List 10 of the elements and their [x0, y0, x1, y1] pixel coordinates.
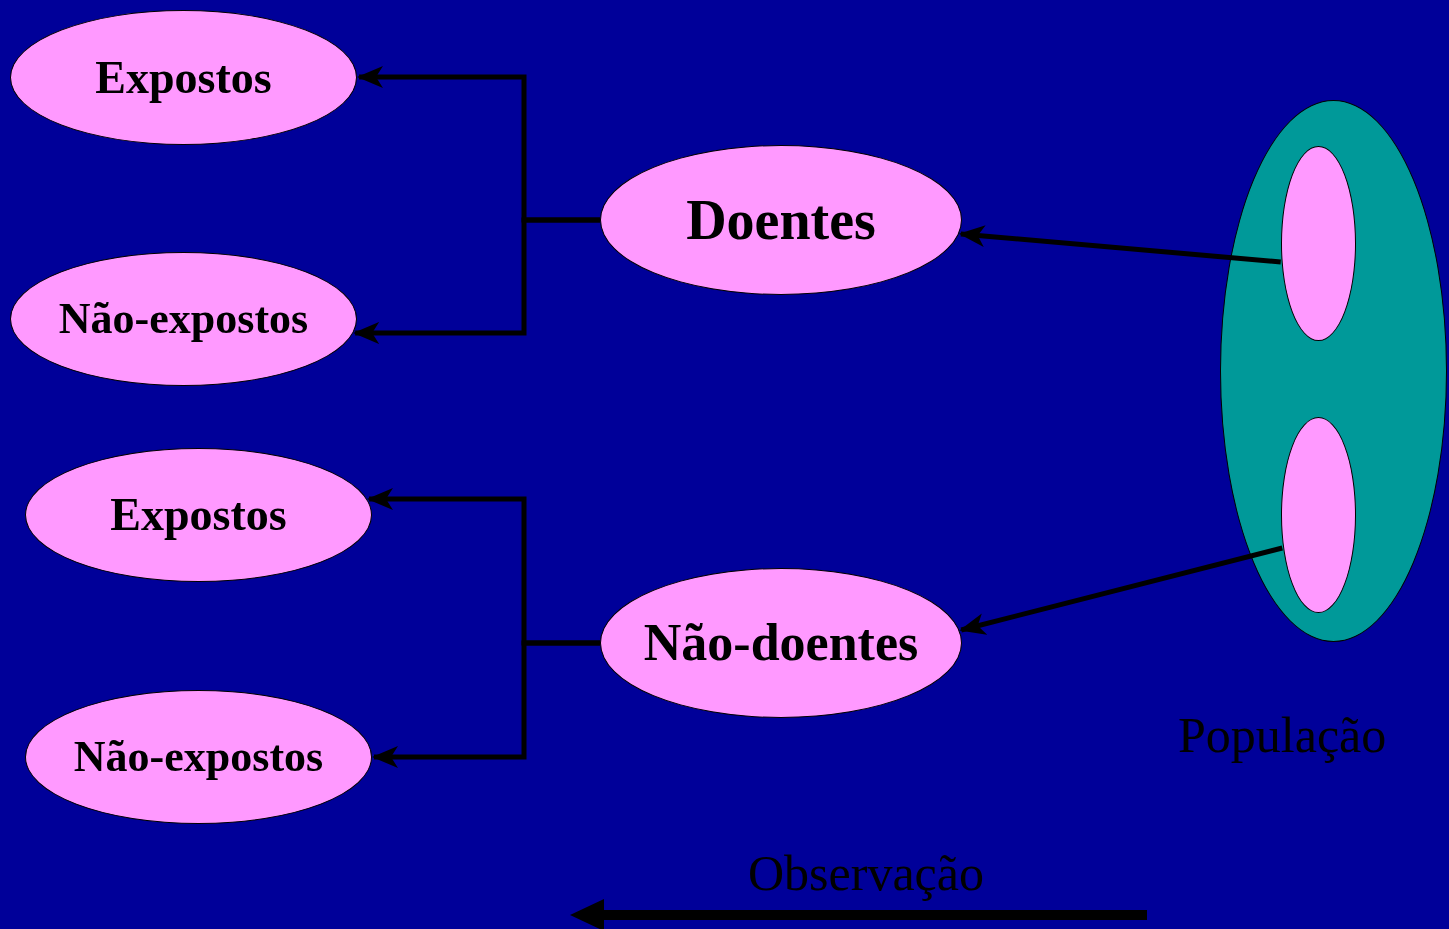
- node-label: Não-expostos: [58, 297, 309, 341]
- node-label: Expostos: [95, 54, 272, 101]
- node-label: Não-expostos: [73, 735, 324, 779]
- arrow: [959, 545, 1283, 635]
- node-label: Não-doentes: [643, 617, 919, 669]
- arrow: [958, 225, 1281, 265]
- node-label: Doentes: [686, 192, 876, 248]
- arrow: [372, 640, 600, 768]
- node-label: Expostos: [110, 492, 287, 538]
- arrow: [353, 217, 600, 344]
